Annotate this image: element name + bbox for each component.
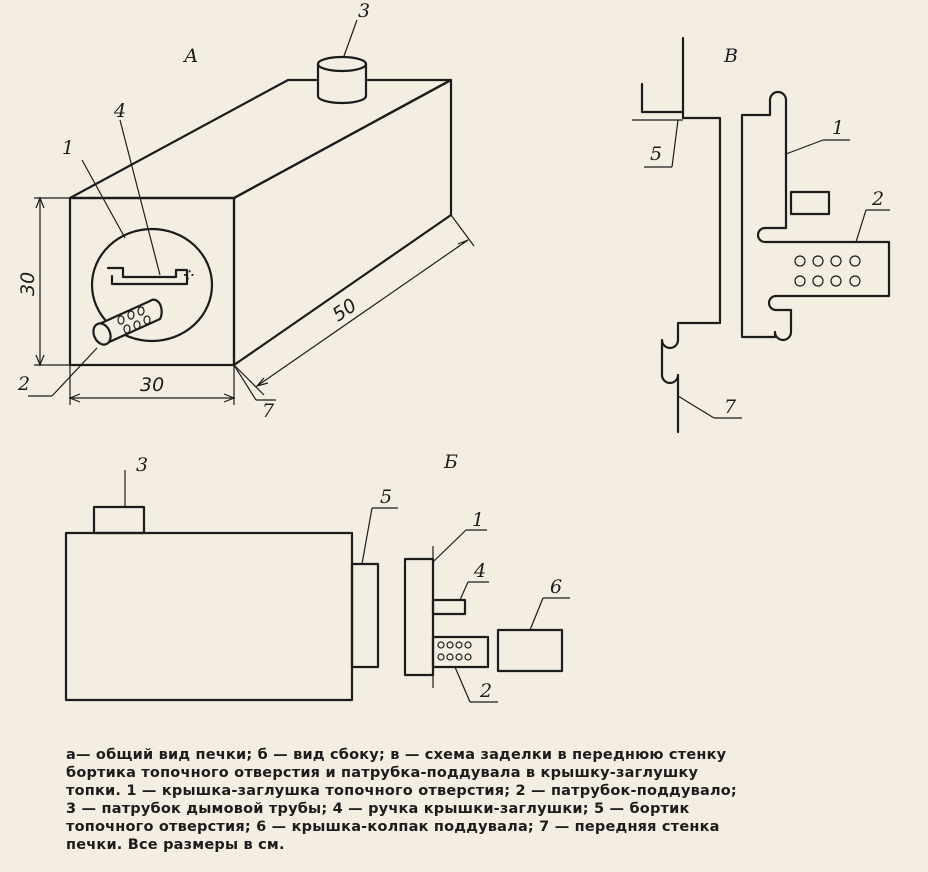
stove-top-face [68, 78, 453, 200]
lid-handle-a: ⁘ [106, 265, 195, 287]
label-c-7: 7 [724, 396, 737, 418]
label-b-1: 1 [472, 509, 484, 531]
label-a-4: 4 [113, 100, 126, 122]
caption-line: топки. 1 — крышка-заглушка топочного отв… [66, 783, 737, 799]
dimension-height: 30 [17, 196, 70, 367]
label-a-1: 1 [62, 137, 74, 159]
flue-pipe-a [316, 55, 368, 105]
view-label-c: В [723, 45, 738, 67]
front-wall-with-rim [632, 36, 722, 434]
lid-with-draft-pipe [740, 90, 891, 342]
label-b-3: 3 [136, 454, 148, 476]
dim-height-label: 30 [17, 272, 39, 296]
stove-diagram: ⁘ 30 30 [17, 0, 891, 703]
view-b-side: 3 5 1 4 6 2 Б [64, 451, 570, 703]
dimension-length: 50 [233, 214, 475, 396]
dim-width-label: 30 [140, 374, 164, 396]
draft-cap-b [496, 628, 564, 673]
draft-pipe-b [431, 635, 490, 669]
lid-handle-b [431, 598, 467, 616]
caption-line: а— общий вид печки; б — вид сбоку; в — с… [66, 747, 727, 763]
label-c-2: 2 [871, 188, 884, 210]
flue-pipe-b [92, 505, 146, 535]
fire-lid-a [90, 227, 214, 343]
label-c-1: 1 [832, 117, 844, 139]
label-a-2: 2 [17, 373, 30, 395]
label-b-2: 2 [479, 680, 492, 702]
view-label-b: Б [443, 451, 458, 473]
view-label-a: А [182, 45, 198, 67]
caption-line: печки. Все размеры в см. [66, 837, 285, 853]
caption-line: топочного отверстия; 6 — крышка-колпак п… [66, 819, 720, 835]
dim-length-label: 50 [328, 294, 360, 326]
label-b-4: 4 [473, 560, 486, 582]
stove-body-side [64, 531, 354, 702]
caption-line: бортика топочного отверстия и патрубка-п… [66, 765, 699, 781]
figure-caption: а— общий вид печки; б — вид сбоку; в — с… [66, 746, 912, 854]
label-c-5: 5 [650, 143, 662, 165]
dimension-width: 30 [68, 365, 236, 405]
view-c-scheme: 5 1 2 7 В [632, 36, 891, 434]
fire-lid-b [403, 557, 435, 677]
fire-rim-b [350, 562, 380, 669]
label-b-6: 6 [550, 576, 562, 598]
view-a-general: ⁘ 30 30 [17, 0, 475, 422]
label-b-5: 5 [380, 486, 392, 508]
draft-pipe-a [92, 298, 163, 346]
label-a-3: 3 [358, 0, 370, 22]
svg-text:⁘: ⁘ [179, 265, 195, 287]
caption-line: 3 — патрубок дымовой трубы; 4 — ручка кр… [66, 801, 690, 817]
label-a-7: 7 [262, 400, 275, 422]
